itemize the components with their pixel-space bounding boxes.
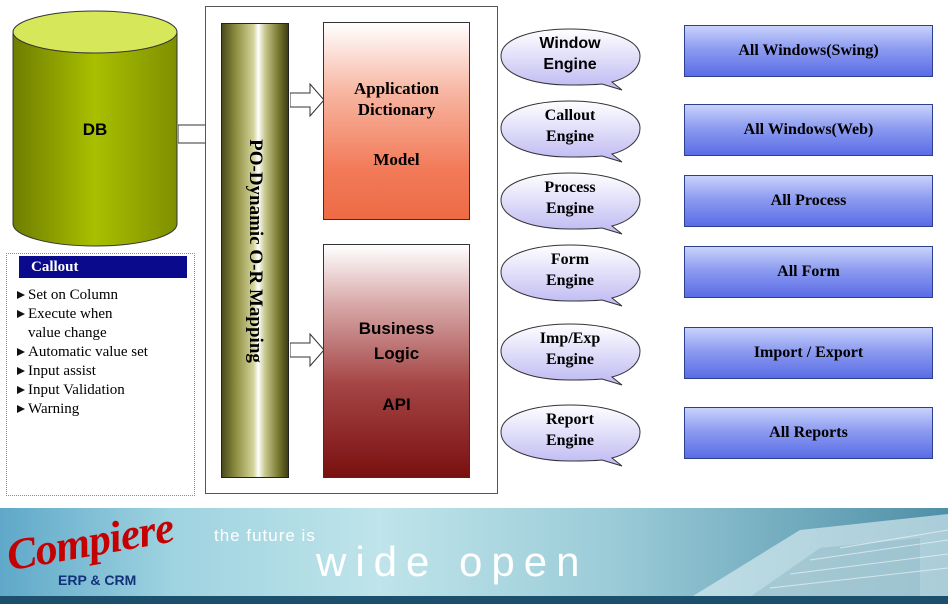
output-all-windows-web: All Windows(Web) xyxy=(684,104,933,156)
business-line1: Business xyxy=(358,319,435,338)
callout-title: Callout xyxy=(19,256,187,278)
output-all-reports: All Reports xyxy=(684,407,933,459)
engine-line2: Engine xyxy=(545,128,594,145)
business-line2: Logic xyxy=(373,344,420,363)
arrow-mapping-to-business-logic xyxy=(290,332,326,368)
callout-box: Callout Set on Column Execute when value… xyxy=(6,253,195,496)
output-all-windows-swing: All Windows(Swing) xyxy=(684,25,933,77)
callout-list: Set on Column Execute when value change … xyxy=(17,286,148,419)
callout-item-continued: value change xyxy=(17,324,148,343)
arrow-mapping-to-dictionary xyxy=(290,82,326,118)
db-cylinder: DB xyxy=(12,10,178,248)
tagline-main: wide open xyxy=(316,538,589,585)
app-dict-line1: Application xyxy=(353,79,440,98)
engine-line1: Form xyxy=(550,251,590,268)
output-all-form: All Form xyxy=(684,246,933,298)
callout-item: Automatic value set xyxy=(17,343,148,362)
engine-line2: Engine xyxy=(545,272,594,289)
callout-item-text: value change xyxy=(28,325,107,341)
callout-item: Warning xyxy=(17,400,148,419)
db-label: DB xyxy=(82,120,108,139)
callout-item: Execute when xyxy=(17,305,148,324)
engine-line2: Engine xyxy=(545,432,594,449)
mapping-label: PO-Dynamic O-R Mapping xyxy=(245,138,266,363)
engine-line1: Imp/Exp xyxy=(539,330,601,347)
tagline-top: the future is xyxy=(214,526,316,545)
logo-subtitle: ERP & CRM xyxy=(58,572,137,588)
engine-line1: Callout xyxy=(544,107,596,124)
engine-line2: Engine xyxy=(545,200,594,217)
building-graphic xyxy=(680,514,948,604)
application-dictionary-panel: Application Dictionary Model xyxy=(323,22,470,220)
compiere-logo: Compiere xyxy=(3,508,177,581)
output-import-export: Import / Export xyxy=(684,327,933,379)
app-dict-line2: Dictionary xyxy=(357,100,436,119)
business-line3: API xyxy=(382,395,411,414)
engine-line2: Engine xyxy=(545,351,594,368)
output-all-process: All Process xyxy=(684,175,933,227)
engine-line2: Engine xyxy=(543,56,597,73)
engine-line1: Window xyxy=(539,35,601,52)
mapping-bar: PO-Dynamic O-R Mapping xyxy=(221,23,289,478)
callout-item: Input Validation xyxy=(17,381,148,400)
engine-line1: Process xyxy=(544,179,596,196)
callout-item: Input assist xyxy=(17,362,148,381)
banner: Compiere ERP & CRM the future is wide op… xyxy=(0,508,948,604)
engine-line1: Report xyxy=(546,411,594,428)
banner-bottom-strip xyxy=(0,596,948,604)
app-dict-line3: Model xyxy=(373,150,420,169)
callout-item: Set on Column xyxy=(17,286,148,305)
business-logic-panel: Business Logic API xyxy=(323,244,470,478)
